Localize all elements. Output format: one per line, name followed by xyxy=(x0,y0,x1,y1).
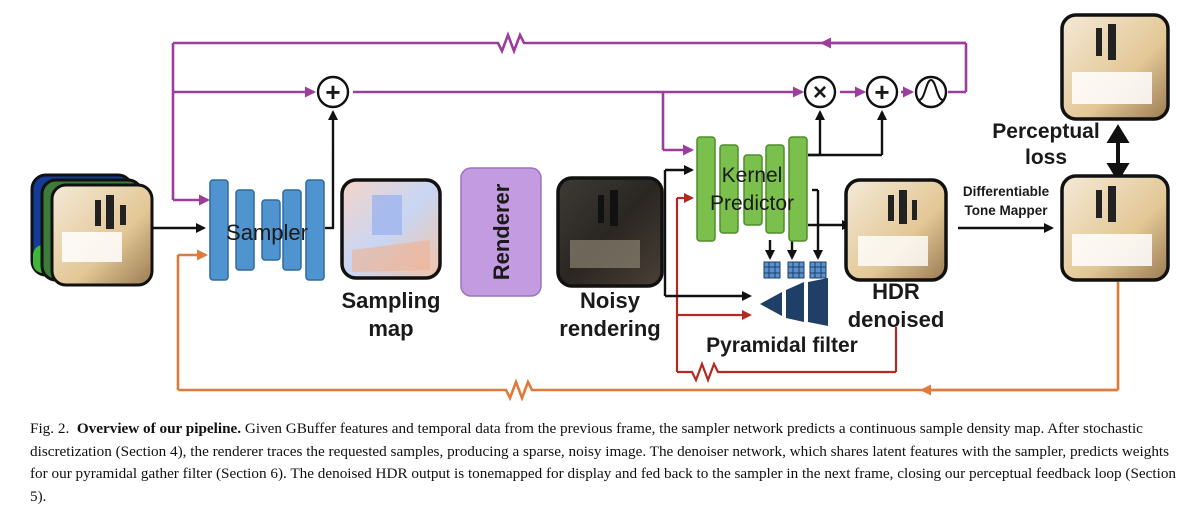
add-node-icon: + xyxy=(316,75,350,109)
noisy-rendering-label-2: rendering xyxy=(559,316,660,341)
add-node-icon: + xyxy=(865,75,899,109)
gaussian-node-icon xyxy=(914,75,948,109)
caption-body: Given GBuffer features and temporal data… xyxy=(30,420,1177,505)
gbuffer-input-stack xyxy=(30,173,154,287)
svg-text:+: + xyxy=(325,77,340,107)
kernel-predictor-network xyxy=(696,136,808,242)
renderer-label: Renderer xyxy=(489,183,514,280)
denoised-feedback-line xyxy=(675,193,898,384)
perceptual-loss-label-2: loss xyxy=(1025,146,1067,169)
sampling-map-image xyxy=(340,178,442,280)
caption-title: Overview of our pipeline. xyxy=(76,420,242,437)
sampler-label: Sampler xyxy=(226,220,308,245)
data-flow-arrows xyxy=(152,110,1054,301)
sampling-map-label-2: map xyxy=(368,316,413,341)
svg-text:+: + xyxy=(874,77,889,107)
multiply-node-icon: × xyxy=(803,75,837,109)
kernel-predictor-label-1: Kernel xyxy=(722,164,783,187)
noisy-rendering-image xyxy=(556,176,664,288)
kernel-grid-icon xyxy=(763,261,827,279)
perceptual-loss-label-1: Perceptual xyxy=(992,120,1099,143)
reference-image xyxy=(1060,13,1170,121)
sampler-network xyxy=(209,179,325,281)
renderer-block: Renderer xyxy=(460,167,542,297)
tone-mapper-label-1: Differentiable xyxy=(963,184,1050,199)
tone-mapper-label-2: Tone Mapper xyxy=(964,203,1048,218)
caption-prefix: Fig. 2. xyxy=(30,420,70,437)
orange-feedback-loop xyxy=(176,249,1120,402)
hdr-denoised-label-1: HDR xyxy=(872,279,920,304)
kernel-predictor-label-2: Predictor xyxy=(710,192,794,215)
hdr-denoised-image xyxy=(844,178,948,282)
purple-feedback-loop xyxy=(171,31,968,206)
pyramidal-filter-label: Pyramidal filter xyxy=(706,334,858,357)
noisy-rendering-label-1: Noisy xyxy=(580,288,641,313)
pyramidal-filter xyxy=(760,261,828,326)
figure-caption: Fig. 2. Overview of our pipeline. Given … xyxy=(30,418,1180,508)
tonemapped-output-image xyxy=(1060,174,1170,282)
perceptual-loss-arrow xyxy=(1106,124,1130,182)
sampling-map-label-1: Sampling xyxy=(341,288,440,313)
svg-text:×: × xyxy=(813,79,827,106)
pipeline-diagram: + × + Sampler Sampling map xyxy=(30,13,1170,402)
hdr-denoised-label-2: denoised xyxy=(848,307,945,332)
